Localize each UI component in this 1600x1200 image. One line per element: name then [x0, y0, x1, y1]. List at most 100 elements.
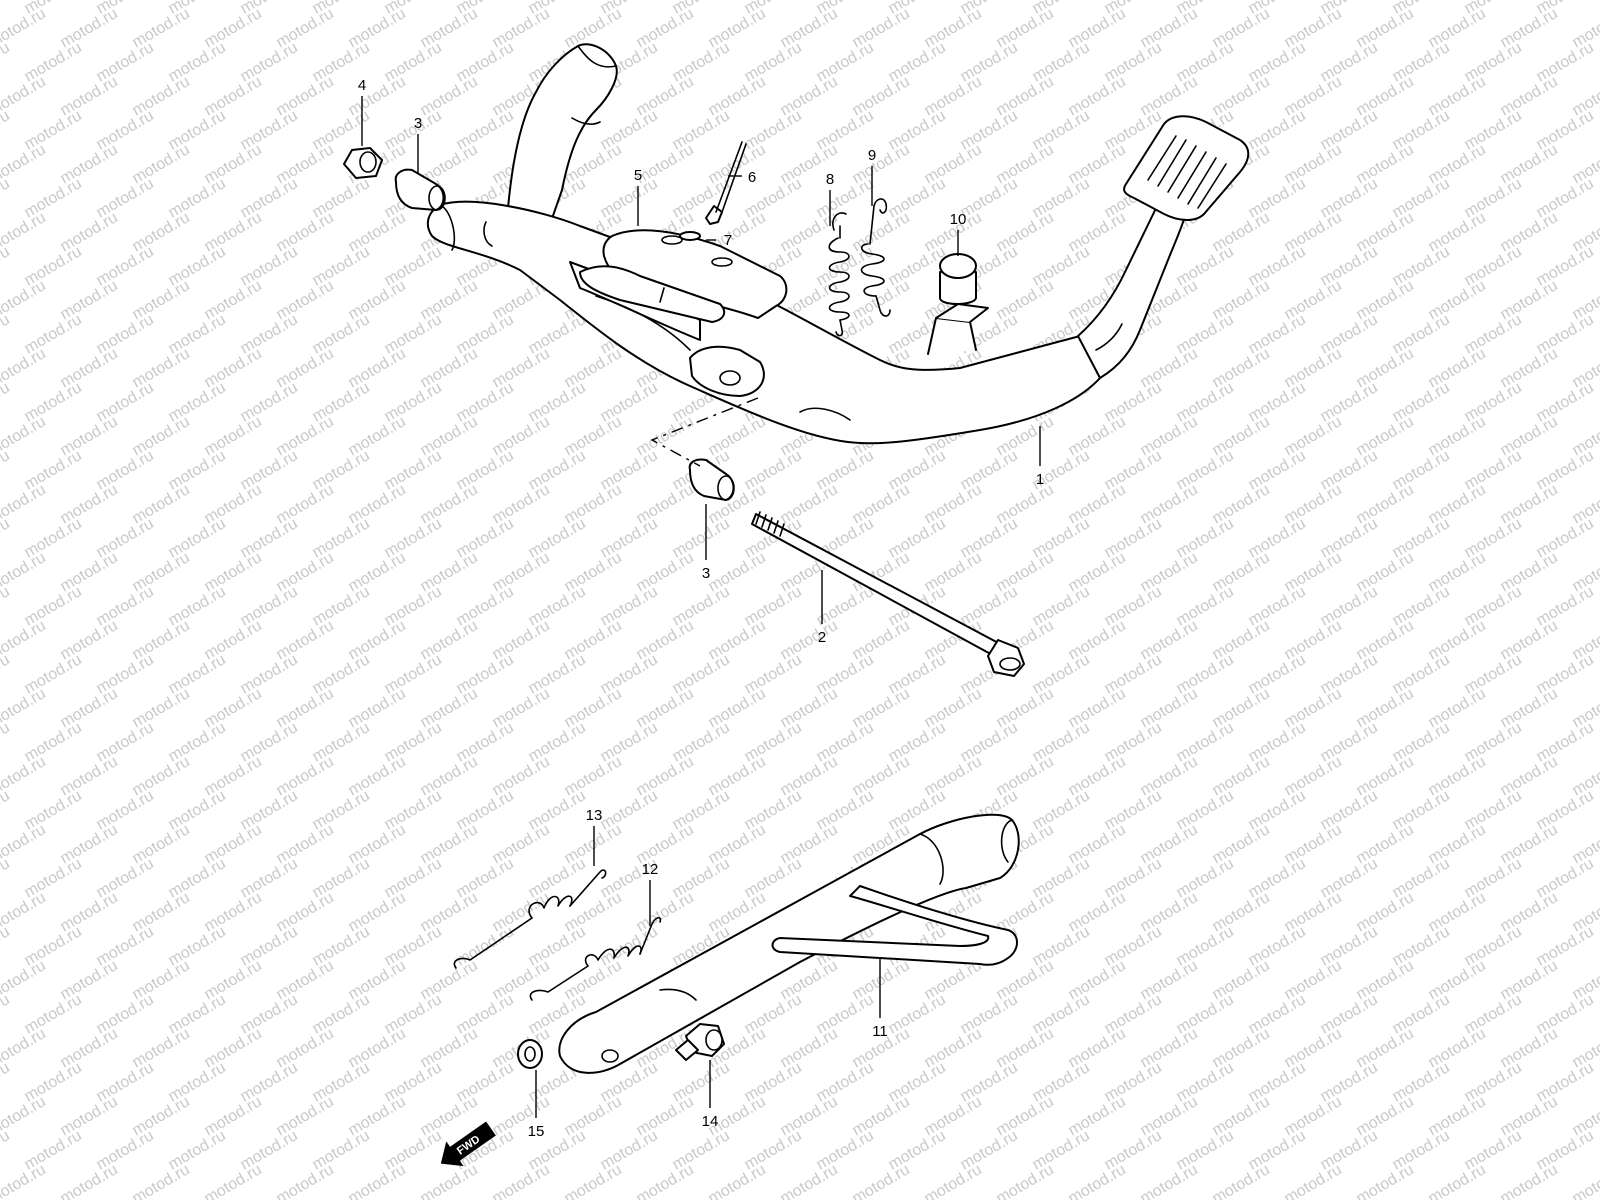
spring-12: [529, 916, 662, 1001]
watermark-text: motod.ru: [310, 1195, 373, 1200]
watermark-text: motod.ru: [58, 1161, 121, 1200]
callout-2: 2: [818, 629, 826, 646]
watermark-text: motod.ru: [0, 787, 13, 833]
watermark-text: motod.ru: [850, 1161, 913, 1200]
callout-8: 8: [826, 171, 834, 188]
bolt-thread: [755, 511, 785, 537]
watermark-text: motod.ru: [130, 1161, 193, 1200]
assembly-line: [650, 397, 759, 467]
watermark-text: motod.ru: [274, 1161, 337, 1200]
watermark-text: motod.ru: [0, 719, 13, 765]
watermark-text: motod.ru: [454, 1195, 517, 1200]
small-washer: [679, 231, 701, 241]
watermark-text: motod.ru: [1210, 1161, 1273, 1200]
watermark-text: motod.ru: [778, 1161, 841, 1200]
watermark-text: motod.ru: [706, 1161, 769, 1200]
watermark-text: motod.ru: [0, 5, 49, 51]
watermark-text: motod.ru: [0, 311, 13, 357]
watermark-text: motod.ru: [994, 1161, 1057, 1200]
callout-1: 1: [1036, 471, 1044, 488]
watermark-text: motod.ru: [886, 1195, 949, 1200]
callout-15: 15: [528, 1123, 545, 1140]
watermark-text: motod.ru: [1102, 1195, 1165, 1200]
watermark-text: motod.ru: [346, 1161, 409, 1200]
watermark-text: motod.ru: [0, 1093, 49, 1139]
watermark-text: motod.ru: [0, 481, 49, 527]
callout-4: 4: [358, 77, 366, 94]
watermark-text: motod.ru: [0, 753, 49, 799]
leader-lines: [361, 96, 1041, 1118]
bushing-lower: [688, 458, 735, 501]
watermark-text: motod.ru: [526, 1195, 589, 1200]
watermark-text: motod.ru: [0, 923, 13, 969]
watermark-text: motod.ru: [1246, 1195, 1309, 1200]
watermark-text: motod.ru: [0, 39, 13, 85]
watermark-text: motod.ru: [0, 1161, 49, 1200]
callout-14: 14: [702, 1113, 719, 1130]
watermark-text: motod.ru: [634, 1161, 697, 1200]
watermark-text: motod.ru: [202, 1161, 265, 1200]
watermark-text: motod.ru: [0, 379, 13, 425]
watermark-text: motod.ru: [1354, 1161, 1417, 1200]
watermark-text: motod.ru: [0, 107, 13, 153]
watermark-text: motod.ru: [1282, 1161, 1345, 1200]
callout-12: 12: [642, 861, 659, 878]
rubber-cap: [939, 253, 977, 305]
watermark-text: motod.ru: [1138, 1161, 1201, 1200]
watermark-text: motod.ru: [0, 209, 49, 255]
washer-15: [517, 1039, 543, 1069]
callout-13: 13: [586, 807, 603, 824]
watermark-text: motod.ru: [1426, 1161, 1489, 1200]
watermark-text: motod.ru: [0, 957, 49, 1003]
watermark-text: motod.ru: [0, 583, 13, 629]
watermark-text: motod.ru: [0, 1127, 13, 1173]
watermark-text: motod.ru: [0, 855, 13, 901]
spring-8: [828, 212, 850, 337]
spring-13: [453, 869, 607, 969]
watermark-text: motod.ru: [166, 1195, 229, 1200]
watermark-text: motod.ru: [958, 1195, 1021, 1200]
watermark-text: motod.ru: [0, 175, 13, 221]
nut: [343, 147, 383, 179]
watermark-text: motod.ru: [1570, 1161, 1600, 1200]
callout-6: 6: [748, 169, 756, 186]
rivet: [705, 141, 747, 225]
watermark-text: motod.ru: [0, 1059, 13, 1105]
side-stand-bolt: [675, 1023, 725, 1061]
watermark-text: motod.ru: [0, 0, 13, 17]
watermark-text: motod.ru: [418, 1161, 481, 1200]
watermark-text: motod.ru: [0, 889, 49, 935]
watermark-text: motod.ru: [0, 243, 13, 289]
callout-9: 9: [868, 147, 876, 164]
watermark-text: motod.ru: [0, 345, 49, 391]
watermark-text: motod.ru: [0, 413, 49, 459]
watermark-text: motod.ru: [238, 1195, 301, 1200]
watermark-text: motod.ru: [1534, 1195, 1597, 1200]
callout-3-lower: 3: [702, 565, 710, 582]
callouts: 1 2 3 3 4 5 6 7 8 9 10 11 12 13 14 15: [358, 77, 1044, 1140]
watermark-text: motod.ru: [382, 1195, 445, 1200]
side-stand: [558, 813, 1020, 1074]
watermark-text: motod.ru: [1174, 1195, 1237, 1200]
watermark-text: motod.ru: [0, 73, 49, 119]
watermark-text: motod.ru: [0, 821, 49, 867]
pedal-grip: [1147, 135, 1227, 209]
watermark-text: motod.ru: [1030, 1195, 1093, 1200]
watermark-text: motod.ru: [814, 1195, 877, 1200]
callout-10: 10: [950, 211, 967, 228]
bushing-upper: [394, 168, 446, 211]
watermark-text: motod.ru: [0, 617, 49, 663]
watermark-text: motod.ru: [0, 549, 49, 595]
watermark-text: motod.ru: [1318, 1195, 1381, 1200]
watermark-text: motod.ru: [94, 1195, 157, 1200]
watermark-text: motod.ru: [1390, 1195, 1453, 1200]
watermark-text: motod.ru: [0, 1025, 49, 1071]
watermark-text: motod.ru: [922, 1161, 985, 1200]
spring-9: [860, 198, 891, 317]
watermark-text: motod.ru: [562, 1161, 625, 1200]
callout-3-upper: 3: [414, 115, 422, 132]
watermark-text: motod.ru: [0, 277, 49, 323]
watermark-text: motod.ru: [490, 1161, 553, 1200]
